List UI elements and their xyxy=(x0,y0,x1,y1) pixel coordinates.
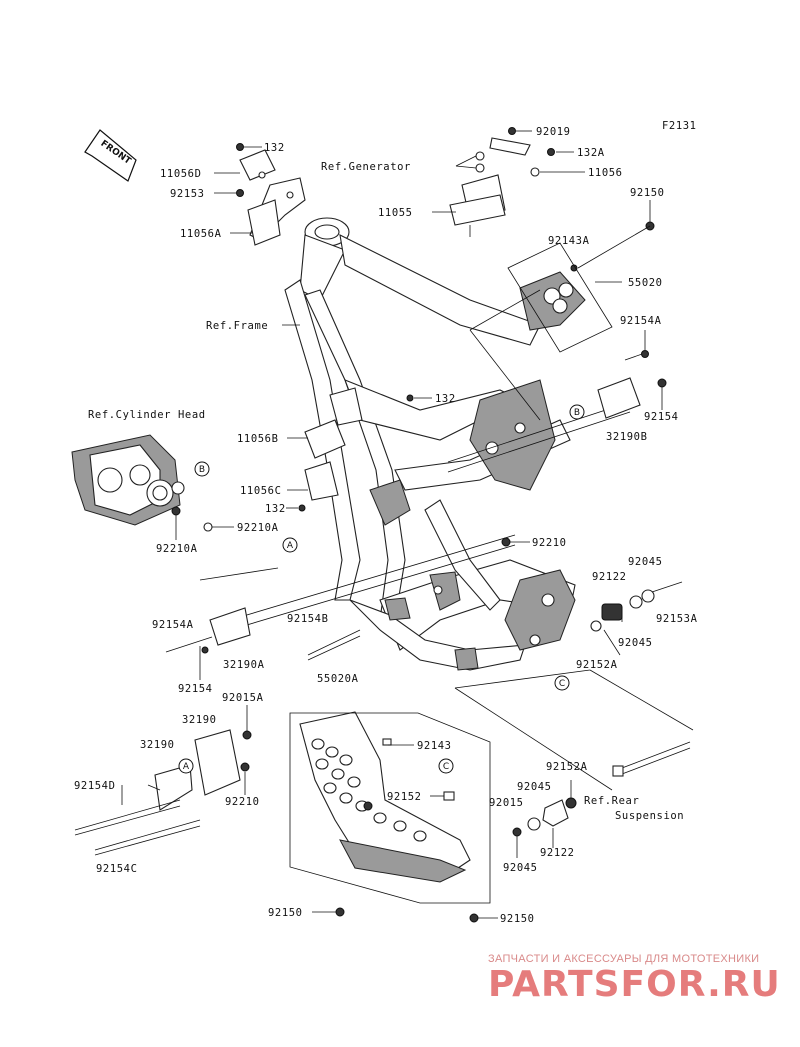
callout-11056B: 11056B xyxy=(237,433,279,445)
callout-ref-cylinder-head: Ref.Cylinder Head xyxy=(88,409,206,421)
callout-132-low: 132 xyxy=(265,503,286,515)
callout-92150-bottom: 92150 xyxy=(500,913,535,925)
callout-92045-mid: 92045 xyxy=(618,637,653,649)
callout-92045-low2: 92045 xyxy=(503,862,538,874)
callout-132A: 132A xyxy=(577,147,605,159)
figure-code: F2131 xyxy=(662,120,697,132)
generator-bracket xyxy=(449,127,555,237)
callout-92150-top: 92150 xyxy=(630,187,665,199)
callout-92045-low1: 92045 xyxy=(517,781,552,793)
callout-92015A: 92015A xyxy=(222,692,264,704)
group-outlines xyxy=(199,242,694,904)
callout-92153: 92153 xyxy=(170,188,205,200)
reference-bubbles: B B A C A C xyxy=(178,404,585,774)
engine-mount-bolt-b xyxy=(447,350,667,473)
callout-92210-low: 92210 xyxy=(225,796,260,808)
callout-92015: 92015 xyxy=(489,797,524,809)
callout-92143A: 92143A xyxy=(548,235,590,247)
callout-suspension: Suspension xyxy=(615,810,684,822)
frame-drawing xyxy=(284,217,576,671)
callout-92154A-right: 92154A xyxy=(620,315,662,327)
bubble-b-right: B xyxy=(574,408,580,418)
skid-plate xyxy=(299,711,479,923)
callout-92152: 92152 xyxy=(387,791,422,803)
callout-92122-low: 92122 xyxy=(540,847,575,859)
callout-92154C: 92154C xyxy=(96,863,138,875)
bubble-a-low: A xyxy=(183,762,190,772)
callout-92154B: 92154B xyxy=(287,613,329,625)
bubble-c-mid: C xyxy=(559,679,565,689)
bubble-a-mid: A xyxy=(287,541,294,551)
engine-mount-brackets-mid xyxy=(298,387,414,512)
callout-32190A: 32190A xyxy=(223,659,265,671)
leader-lines xyxy=(121,130,663,919)
callout-92143: 92143 xyxy=(417,740,452,752)
part-labels: 132 11056D 92153 11056A 92019 132A Ref.G… xyxy=(74,126,698,925)
bubble-c-low: C xyxy=(443,762,449,772)
callout-11055: 11055 xyxy=(378,207,413,219)
watermark-brand: PARTSFOR.RU xyxy=(488,964,781,1005)
callout-11056A: 11056A xyxy=(180,228,222,240)
callout-132-top: 132 xyxy=(264,142,285,154)
callout-92150-left: 92150 xyxy=(268,907,303,919)
callout-92019: 92019 xyxy=(536,126,571,138)
front-arrow-icon: FRONT xyxy=(84,129,137,182)
bubble-b-left: B xyxy=(199,465,205,475)
callout-11056C: 11056C xyxy=(240,485,282,497)
callout-92154D: 92154D xyxy=(74,780,116,792)
lower-engine-brackets xyxy=(74,729,252,856)
watermark: ЗАПЧАСТИ И АКСЕССУАРЫ ДЛЯ МОТОТЕХНИКИ PA… xyxy=(488,953,781,1005)
callout-ref-frame: Ref.Frame xyxy=(206,320,268,332)
callout-ref-generator: Ref.Generator xyxy=(321,161,411,173)
callout-92153A: 92153A xyxy=(656,613,698,625)
callout-132-mid: 132 xyxy=(435,393,456,405)
cylinder-head xyxy=(71,434,213,532)
engine-mount-bolt-a xyxy=(165,534,516,654)
callout-92152A-low: 92152A xyxy=(546,761,588,773)
callout-32190-b: 32190 xyxy=(140,739,175,751)
callout-92045-top: 92045 xyxy=(628,556,663,568)
cover-55020 xyxy=(519,221,655,331)
callout-92154-right: 92154 xyxy=(644,411,679,423)
callout-92154A-left: 92154A xyxy=(152,619,194,631)
callout-92210A-left: 92210A xyxy=(156,543,198,555)
callout-11056: 11056 xyxy=(588,167,623,179)
callout-92210A-right: 92210A xyxy=(237,522,279,534)
callout-92154-left: 92154 xyxy=(178,683,213,695)
callout-55020A: 55020A xyxy=(317,673,359,685)
callout-ref-rear: Ref.Rear xyxy=(584,795,639,807)
callout-92152A-mid: 92152A xyxy=(576,659,618,671)
engine-mount-bracket-upper xyxy=(236,143,306,246)
callout-11056D: 11056D xyxy=(160,168,202,180)
callout-32190B: 32190B xyxy=(606,431,648,443)
callout-92210-mid: 92210 xyxy=(532,537,567,549)
callout-55020: 55020 xyxy=(628,277,663,289)
callout-92122-top: 92122 xyxy=(592,571,627,583)
watermark-tagline: ЗАПЧАСТИ И АКСЕССУАРЫ ДЛЯ МОТОТЕХНИКИ xyxy=(488,953,759,965)
rear-suspension-hardware xyxy=(512,741,691,837)
callout-32190-a: 32190 xyxy=(182,714,217,726)
